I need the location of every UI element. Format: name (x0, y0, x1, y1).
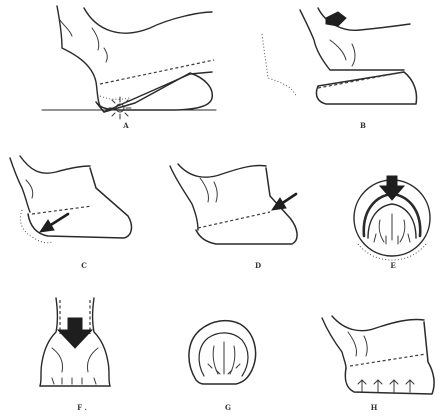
hoof-side-view-c (10, 156, 131, 243)
panel-d: D (170, 164, 297, 270)
panel-label-a: A (122, 121, 129, 130)
panel-b: B (262, 8, 417, 130)
panel-label-e: E (390, 261, 395, 270)
panel-f: F . (40, 298, 110, 412)
pointer-arrow-icon-c (40, 214, 68, 232)
panel-e: E (354, 176, 430, 270)
panel-g: G (189, 321, 256, 412)
panel-label-f: F . (77, 403, 87, 412)
upward-force-arrows-icon-h (358, 380, 414, 392)
coronary-band-line-c (32, 206, 92, 214)
downward-force-arrow-icon-f (58, 318, 92, 348)
coronary-band-line-b (318, 72, 404, 88)
hoof-sole-view-g (189, 321, 256, 384)
panel-label-g: G (225, 403, 231, 412)
hoof-side-view-a (57, 6, 214, 112)
panel-label-h: H (371, 403, 378, 412)
force-arrow-icon-b (326, 12, 346, 26)
coronary-band-line-h (350, 354, 426, 366)
panel-a: A (42, 6, 216, 130)
panel-label-b: B (360, 121, 366, 130)
panel-label-d: D (255, 261, 261, 270)
panel-label-c: C (81, 261, 87, 270)
coronary-band-line-d (198, 212, 270, 228)
panel-h: H (322, 316, 434, 412)
coronary-band-line-a (100, 60, 214, 84)
panel-c: C (10, 156, 131, 270)
